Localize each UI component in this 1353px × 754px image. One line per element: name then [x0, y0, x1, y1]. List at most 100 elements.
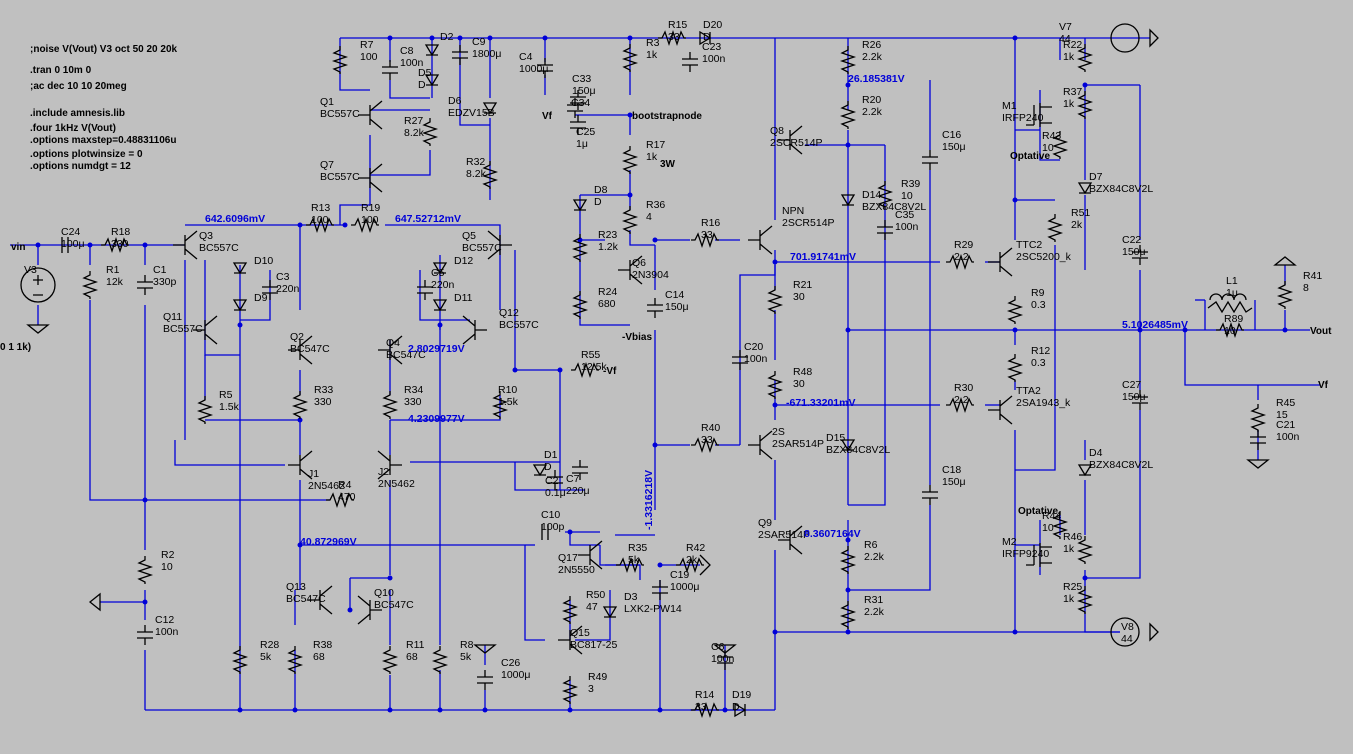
capacitor-c6[interactable]: [717, 650, 733, 670]
resistor-r14[interactable]: [691, 701, 719, 719]
capacitor-c7[interactable]: [572, 460, 588, 480]
transistor-ttc2[interactable]: [988, 247, 1013, 277]
diode-d14[interactable]: [840, 194, 856, 207]
capacitor-c5[interactable]: [417, 280, 433, 300]
resistor-r38[interactable]: [286, 646, 304, 674]
resistor-r30[interactable]: [946, 396, 974, 414]
resistor-r26[interactable]: [839, 46, 857, 74]
capacitor-c21[interactable]: [1250, 430, 1266, 450]
resistor-r55[interactable]: [571, 361, 599, 379]
inductor-l1[interactable]: [1207, 293, 1253, 314]
resistor-r8[interactable]: [431, 646, 449, 674]
transistor-q7[interactable]: [358, 163, 383, 193]
capacitor-c1[interactable]: [137, 275, 153, 295]
resistor-r4[interactable]: [326, 491, 354, 509]
voltage-source-v3[interactable]: [20, 267, 56, 303]
resistor-r35[interactable]: [616, 556, 644, 574]
capacitor-c22[interactable]: [1132, 245, 1148, 265]
capacitor-c23[interactable]: [682, 52, 698, 72]
resistor-r7[interactable]: [331, 46, 349, 74]
resistor-r89[interactable]: [1216, 321, 1244, 339]
capacitor-c25[interactable]: [570, 115, 586, 135]
transistor-q6[interactable]: [618, 255, 643, 285]
diode-d7[interactable]: [1077, 182, 1093, 195]
transistor-q1[interactable]: [358, 100, 383, 130]
capacitor-c33[interactable]: [570, 90, 586, 110]
resistor-r50[interactable]: [561, 596, 579, 624]
resistor-r43[interactable]: [1051, 131, 1069, 159]
capacitor-c26[interactable]: [477, 670, 493, 690]
transistor-q17[interactable]: [578, 540, 603, 570]
capacitor-c2[interactable]: [547, 470, 563, 490]
transistor-q2[interactable]: [288, 335, 313, 365]
transistor-tta2[interactable]: [988, 395, 1013, 425]
diode-d6[interactable]: [482, 102, 498, 115]
mosfet-m1[interactable]: [1026, 103, 1052, 127]
diode-d11[interactable]: [432, 299, 448, 312]
diode-d4[interactable]: [1077, 464, 1093, 477]
diode-d8[interactable]: [572, 199, 588, 212]
resistor-r40[interactable]: [691, 436, 719, 454]
resistor-r33[interactable]: [291, 391, 309, 419]
resistor-r48[interactable]: [766, 371, 784, 399]
resistor-r29[interactable]: [946, 253, 974, 271]
mosfet-m2[interactable]: [1026, 543, 1052, 567]
capacitor-c24[interactable]: [61, 237, 69, 253]
diode-d3[interactable]: [602, 606, 618, 619]
capacitor-c8[interactable]: [382, 60, 398, 80]
transistor-q4[interactable]: [378, 335, 403, 365]
resistor-r21[interactable]: [766, 286, 784, 314]
diode-d12[interactable]: [432, 262, 448, 275]
resistor-r27[interactable]: [421, 118, 439, 146]
diode-d2[interactable]: [424, 44, 440, 57]
resistor-r15[interactable]: [658, 29, 686, 47]
resistor-r2[interactable]: [136, 556, 154, 584]
resistor-r28[interactable]: [231, 646, 249, 674]
resistor-r20[interactable]: [839, 101, 857, 129]
diode-d9[interactable]: [232, 299, 248, 312]
capacitor-c9[interactable]: [452, 45, 468, 65]
resistor-r1[interactable]: [81, 271, 99, 299]
transistor-q10[interactable]: [357, 595, 382, 625]
voltage-source-v8[interactable]: [1110, 617, 1140, 647]
resistor-r17[interactable]: [621, 146, 639, 174]
resistor-r10[interactable]: [491, 391, 509, 419]
transistor-j1[interactable]: [288, 450, 313, 480]
resistor-r44[interactable]: [1051, 511, 1069, 539]
resistor-r6[interactable]: [839, 546, 857, 574]
capacitor-c19[interactable]: [652, 580, 668, 600]
transistor-j2[interactable]: [377, 450, 402, 480]
resistor-r11[interactable]: [381, 646, 399, 674]
resistor-r24[interactable]: [571, 291, 589, 319]
capacitor-c20[interactable]: [732, 350, 748, 370]
resistor-r5[interactable]: [196, 396, 214, 424]
resistor-r18[interactable]: [101, 236, 129, 254]
resistor-r12[interactable]: [1006, 354, 1024, 382]
diode-d15[interactable]: [840, 439, 856, 452]
capacitor-c16[interactable]: [922, 150, 938, 170]
capacitor-c18[interactable]: [922, 485, 938, 505]
resistor-r34[interactable]: [381, 391, 399, 419]
diode-d1[interactable]: [532, 464, 548, 477]
transistor-q12[interactable]: [462, 315, 487, 345]
capacitor-c14[interactable]: [647, 298, 663, 318]
capacitor-c4[interactable]: [537, 58, 553, 78]
resistor-r36[interactable]: [621, 206, 639, 234]
resistor-r32[interactable]: [481, 161, 499, 189]
diode-d19[interactable]: [734, 702, 747, 718]
capacitor-c3[interactable]: [262, 280, 278, 300]
resistor-r45[interactable]: [1249, 404, 1267, 432]
transistor-q3[interactable]: [173, 230, 198, 260]
diode-d10[interactable]: [232, 262, 248, 275]
resistor-r42[interactable]: [676, 556, 704, 574]
resistor-r31[interactable]: [839, 601, 857, 629]
resistor-r41[interactable]: [1276, 281, 1294, 309]
resistor-r22[interactable]: [1076, 44, 1094, 72]
transistor-q8[interactable]: [778, 125, 803, 155]
transistor-npn[interactable]: [748, 225, 773, 255]
transistor-q9[interactable]: [778, 525, 803, 555]
capacitor-c34[interactable]: [567, 98, 583, 118]
resistor-r9[interactable]: [1006, 296, 1024, 324]
transistor-q13[interactable]: [308, 585, 333, 615]
resistor-r46[interactable]: [1076, 536, 1094, 564]
